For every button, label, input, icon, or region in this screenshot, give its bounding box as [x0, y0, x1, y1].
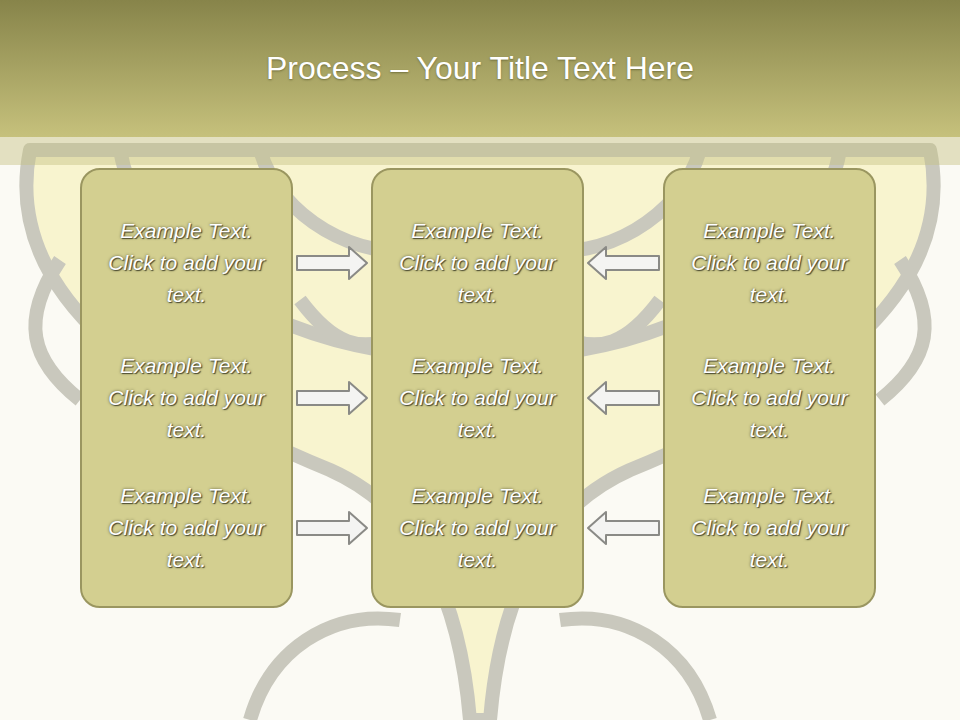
- step-text: Example Text. Click to add your text.: [393, 350, 563, 446]
- step-text: Example Text. Click to add your text.: [393, 480, 563, 576]
- block-arrow: [588, 382, 659, 414]
- step-text: Example Text. Click to add your text.: [102, 480, 272, 576]
- step-text: Example Text. Click to add your text.: [685, 350, 855, 446]
- tribal-pattern: [26, 150, 933, 720]
- process-column: Example Text. Click to add your text. Exa…: [371, 168, 584, 608]
- step-text: Example Text. Click to add your text.: [393, 215, 563, 311]
- process-column: Example Text. Click to add your text. Exa…: [80, 168, 293, 608]
- step-text: Example Text. Click to add your text.: [102, 215, 272, 311]
- block-arrow: [297, 382, 367, 414]
- block-arrow: [297, 512, 367, 544]
- block-arrow: [588, 247, 659, 279]
- block-arrow: [588, 512, 659, 544]
- step-text: Example Text. Click to add your text.: [102, 350, 272, 446]
- slide-title: Process – Your Title Text Here: [0, 0, 960, 137]
- block-arrow: [297, 247, 367, 279]
- process-column: Example Text. Click to add your text. Exa…: [663, 168, 876, 608]
- step-text: Example Text. Click to add your text.: [685, 480, 855, 576]
- step-text: Example Text. Click to add your text.: [685, 215, 855, 311]
- title-bar: [0, 0, 960, 137]
- title-band: [0, 137, 960, 165]
